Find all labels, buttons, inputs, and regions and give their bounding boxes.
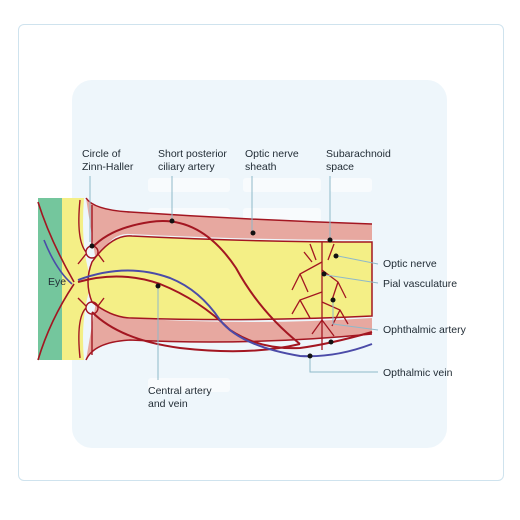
label-circle-of-zinn-haller: Circle of Zinn-Haller (82, 148, 134, 173)
label-optic-nerve: Optic nerve (383, 258, 437, 270)
label-central-artery-and-vein: Central artery and vein (148, 385, 215, 410)
sheath-lower (86, 302, 372, 360)
pial-vasculature (291, 242, 349, 350)
label-ophthalmic-artery: Ophthalmic artery (383, 324, 467, 336)
label-pial-vasculature: Pial vasculature (383, 278, 457, 290)
label-subarachnoid-space: Subarachnoid space (326, 148, 394, 173)
label-opthalmic-vein: Opthalmic vein (383, 367, 453, 379)
central-vein (77, 269, 373, 358)
short-posterior-ciliary-artery (91, 220, 301, 345)
retina-layer (62, 198, 92, 360)
label-short-posterior-ciliary-artery: Short posterior ciliary artery (158, 148, 230, 173)
pointer-dots (89, 218, 339, 359)
label-eye: Eye (48, 276, 66, 288)
leader-lines (89, 176, 379, 380)
zinn-haller-vessels (77, 199, 105, 359)
label-optic-nerve-sheath: Optic nerve sheath (245, 148, 302, 173)
